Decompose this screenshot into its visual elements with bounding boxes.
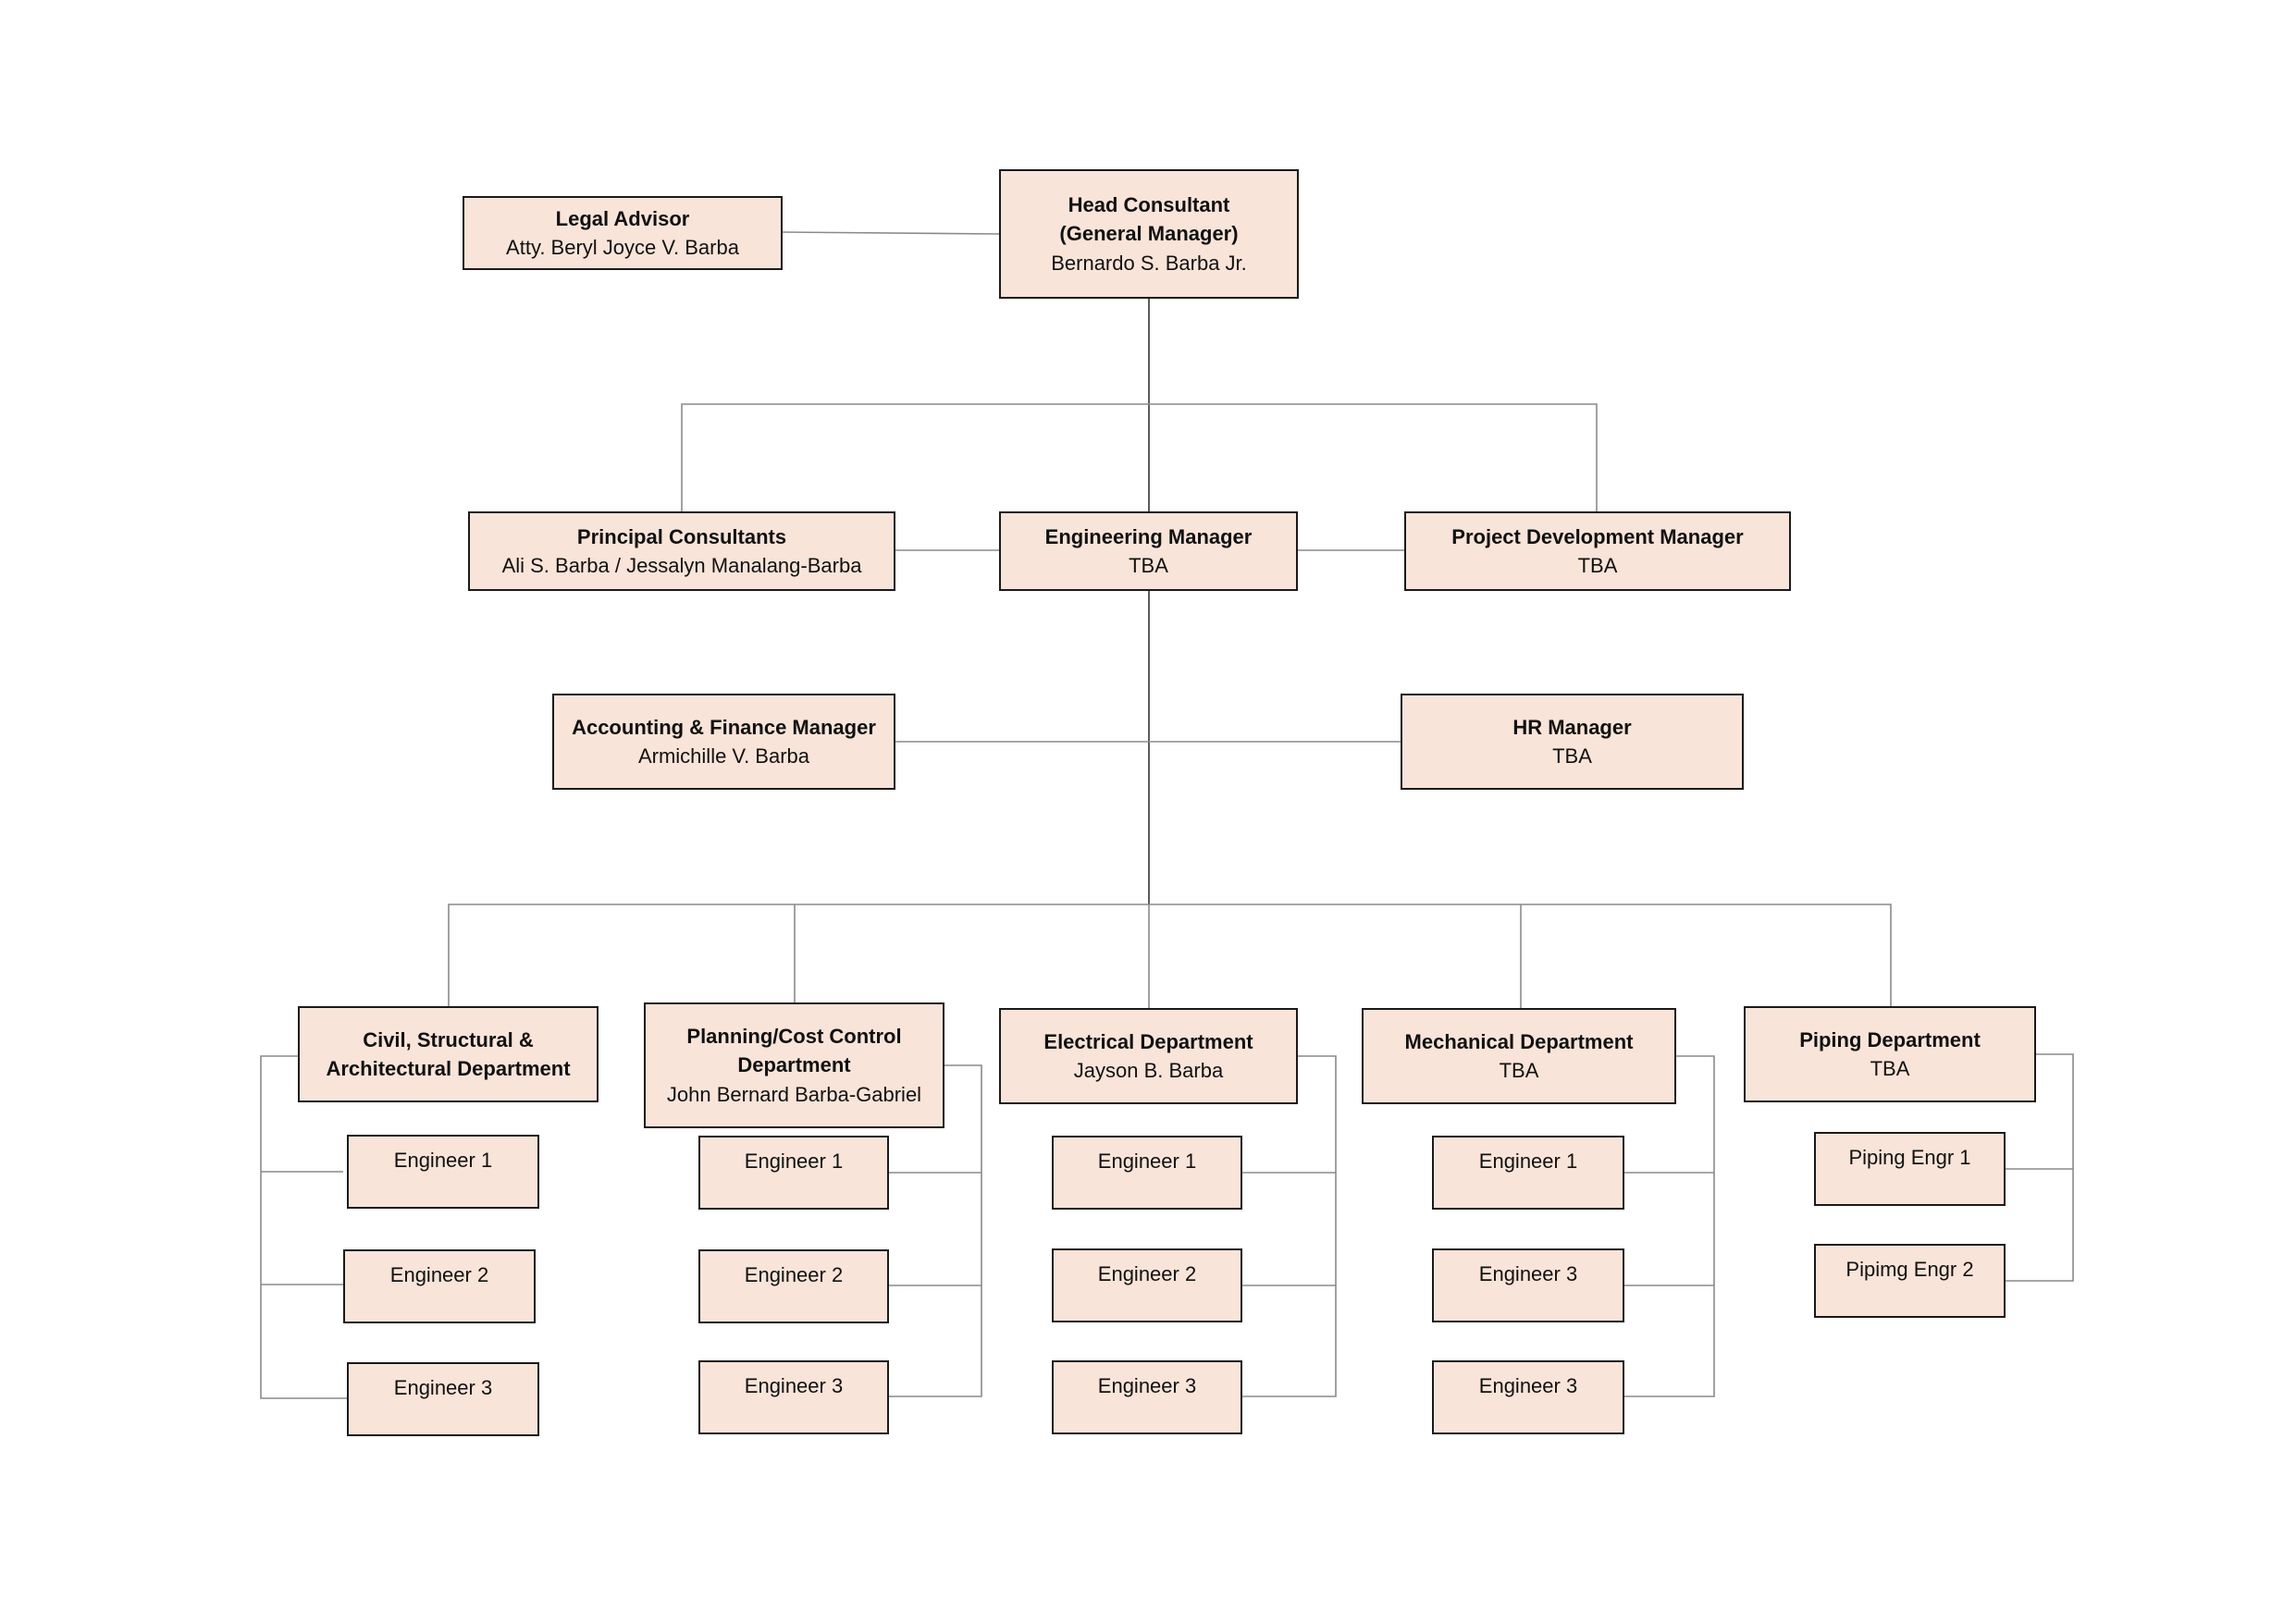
node-name: TBA bbox=[1577, 554, 1618, 577]
connector bbox=[1242, 1055, 1337, 1397]
connector bbox=[1624, 1055, 1715, 1397]
piping-department-box: Piping Department TBA bbox=[1744, 1006, 2036, 1102]
staff-box: Engineer 1 bbox=[347, 1135, 539, 1209]
accounting-finance-manager-box: Accounting & Finance Manager Armichille … bbox=[552, 694, 895, 790]
node-title: Legal Advisor bbox=[555, 206, 690, 230]
connector bbox=[448, 904, 1892, 1006]
staff-box: Engineer 1 bbox=[1052, 1136, 1242, 1210]
head-consultant-box: Head Consultant (General Manager) Bernar… bbox=[999, 169, 1299, 299]
node-name: Armichille V. Barba bbox=[637, 744, 810, 768]
staff-box: Engineer 3 bbox=[1432, 1248, 1624, 1322]
connector bbox=[782, 231, 1000, 235]
node-name: Jayson B. Barba bbox=[1073, 1059, 1224, 1082]
staff-label: Engineer 1 bbox=[393, 1149, 493, 1172]
staff-box: Engineer 3 bbox=[698, 1360, 889, 1434]
node-title: Mechanical Department bbox=[1404, 1029, 1634, 1053]
node-title: Electrical Department bbox=[1043, 1029, 1253, 1053]
connector bbox=[2006, 1053, 2074, 1282]
node-title: Piping Department bbox=[1799, 1027, 1981, 1051]
node-title: Head Consultant (General Manager) bbox=[1059, 193, 1239, 246]
staff-box: Engineer 3 bbox=[347, 1362, 539, 1436]
node-name: TBA bbox=[1870, 1057, 1910, 1080]
node-title: Accounting & Finance Manager bbox=[572, 715, 876, 739]
staff-label: Engineer 3 bbox=[1478, 1262, 1578, 1285]
node-title: Engineering Manager bbox=[1044, 524, 1253, 548]
legal-advisor-box: Legal Advisor Atty. Beryl Joyce V. Barba bbox=[463, 196, 783, 270]
node-name: Bernardo S. Barba Jr. bbox=[1051, 251, 1247, 275]
staff-box: Engineer 2 bbox=[343, 1249, 536, 1323]
staff-label: Engineer 3 bbox=[744, 1374, 844, 1397]
staff-label: Engineer 3 bbox=[1097, 1374, 1197, 1397]
staff-label: Engineer 1 bbox=[1478, 1150, 1578, 1173]
staff-box: Engineer 3 bbox=[1052, 1360, 1242, 1434]
staff-box: Piping Engr 1 bbox=[1814, 1132, 2006, 1206]
staff-label: Engineer 2 bbox=[744, 1263, 844, 1286]
staff-box: Engineer 1 bbox=[698, 1136, 889, 1210]
staff-box: Engineer 1 bbox=[1432, 1136, 1624, 1210]
staff-label: Pipimg Engr 2 bbox=[1845, 1258, 1974, 1281]
node-title: Project Development Manager bbox=[1451, 524, 1744, 548]
node-title: Civil, Structural & Architectural Depart… bbox=[326, 1027, 571, 1080]
staff-box: Engineer 2 bbox=[698, 1249, 889, 1323]
node-name: TBA bbox=[1552, 744, 1592, 768]
principal-consultants-box: Principal Consultants Ali S. Barba / Jes… bbox=[468, 511, 895, 591]
staff-label: Engineer 1 bbox=[744, 1150, 844, 1173]
electrical-department-box: Electrical Department Jayson B. Barba bbox=[999, 1008, 1298, 1104]
staff-label: Engineer 3 bbox=[1478, 1374, 1578, 1397]
node-name: Atty. Beryl Joyce V. Barba bbox=[506, 236, 739, 259]
staff-box: Pipimg Engr 2 bbox=[1814, 1244, 2006, 1318]
civil-department-box: Civil, Structural & Architectural Depart… bbox=[298, 1006, 599, 1102]
staff-label: Engineer 2 bbox=[389, 1263, 489, 1286]
staff-label: Piping Engr 1 bbox=[1848, 1146, 1971, 1169]
connector bbox=[260, 1055, 347, 1399]
connector bbox=[889, 1064, 982, 1397]
node-title: Principal Consultants bbox=[576, 524, 787, 548]
node-name: TBA bbox=[1499, 1059, 1539, 1082]
node-name: Ali S. Barba / Jessalyn Manalang-Barba bbox=[501, 554, 862, 577]
staff-box: Engineer 3 bbox=[1432, 1360, 1624, 1434]
project-development-manager-box: Project Development Manager TBA bbox=[1404, 511, 1791, 591]
planning-department-box: Planning/Cost Control Department John Be… bbox=[644, 1002, 944, 1128]
node-title: HR Manager bbox=[1512, 715, 1632, 739]
engineering-manager-box: Engineering Manager TBA bbox=[999, 511, 1298, 591]
node-name: TBA bbox=[1129, 554, 1168, 577]
node-name: John Bernard Barba-Gabriel bbox=[666, 1082, 922, 1106]
staff-label: Engineer 1 bbox=[1097, 1150, 1197, 1173]
mechanical-department-box: Mechanical Department TBA bbox=[1362, 1008, 1676, 1104]
staff-label: Engineer 3 bbox=[393, 1376, 493, 1399]
hr-manager-box: HR Manager TBA bbox=[1401, 694, 1744, 790]
connector bbox=[681, 403, 1598, 511]
node-title: Planning/Cost Control Department bbox=[686, 1025, 902, 1077]
staff-box: Engineer 2 bbox=[1052, 1248, 1242, 1322]
staff-label: Engineer 2 bbox=[1097, 1262, 1197, 1285]
